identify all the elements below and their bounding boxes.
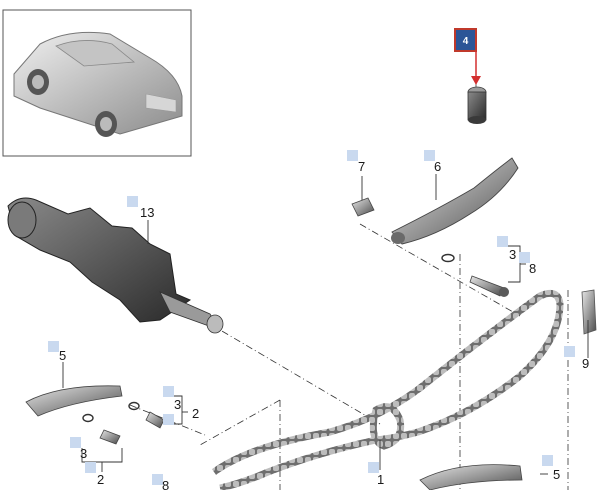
guide-rail-lower-right <box>419 464 523 490</box>
label-part-7[interactable]: 7 <box>358 159 365 174</box>
vehicle-thumbnail <box>2 9 192 157</box>
label-part-5-left[interactable]: 5 <box>59 348 66 363</box>
label-part-3-mid[interactable]: 3 <box>174 397 181 412</box>
tensioner-plunger <box>467 86 487 124</box>
callout-part-4[interactable]: 4 <box>454 28 477 52</box>
label-part-13[interactable]: 13 <box>140 205 154 220</box>
label-part-9[interactable]: 9 <box>582 356 589 371</box>
guide-rail-right <box>581 289 597 335</box>
crankshaft <box>7 197 224 334</box>
timing-chain <box>211 289 564 490</box>
part-labels: 7 6 13 3 8 5 9 3 2 3 1 2 5 8 <box>59 159 589 490</box>
guide-pin <box>351 197 375 217</box>
label-part-2-mid[interactable]: 2 <box>192 406 199 421</box>
label-part-3-upper[interactable]: 3 <box>509 247 516 262</box>
leader-lines <box>62 174 589 475</box>
guide-rail-left <box>25 385 123 417</box>
label-part-5-right[interactable]: 5 <box>553 467 560 482</box>
tensioner-rail <box>391 157 519 245</box>
bolt-assembly-lower <box>82 401 165 445</box>
label-part-2-lower[interactable]: 2 <box>97 472 104 487</box>
label-part-1[interactable]: 1 <box>377 472 384 487</box>
reference-markers <box>48 150 575 485</box>
label-part-3-lower[interactable]: 3 <box>80 446 87 461</box>
callout-arrow <box>471 51 481 85</box>
callout-label: 4 <box>463 36 469 47</box>
label-part-6[interactable]: 6 <box>434 159 441 174</box>
bolt-assembly-upper <box>441 253 509 297</box>
label-part-8[interactable]: 8 <box>529 261 536 276</box>
label-part-8-lower[interactable]: 8 <box>162 478 169 490</box>
